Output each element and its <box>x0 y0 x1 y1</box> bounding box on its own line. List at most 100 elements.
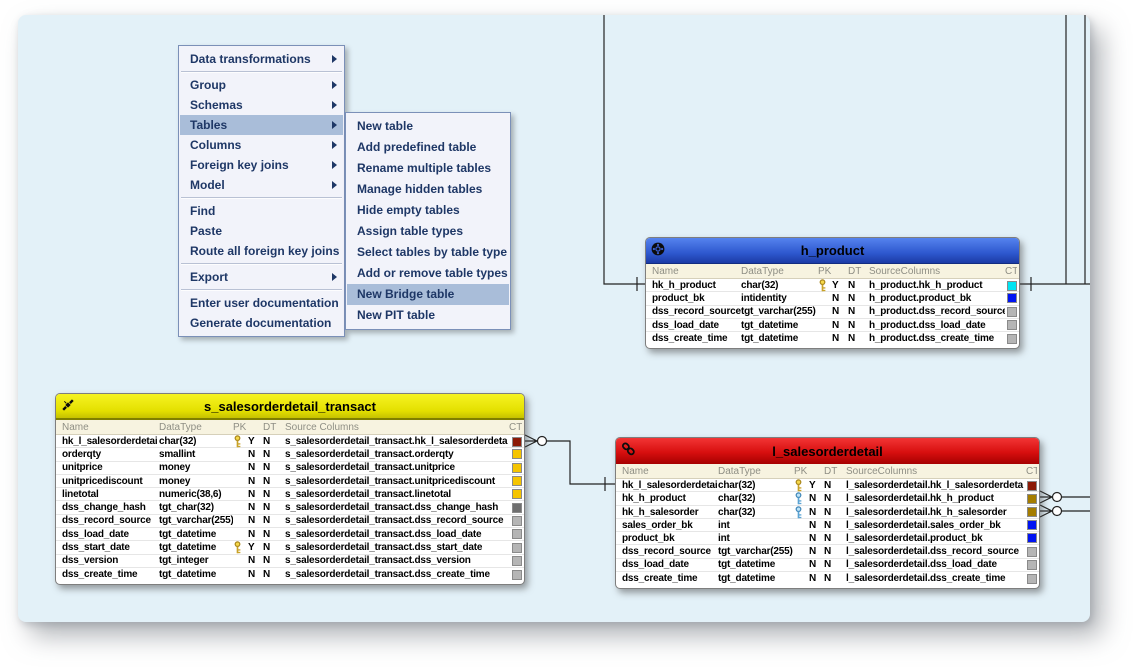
column-dt-flag: N <box>848 319 856 331</box>
submenu-item-hide-empty-tables[interactable]: Hide empty tables <box>347 200 509 221</box>
submenu-item-new-table[interactable]: New table <box>347 116 509 137</box>
menu-item-route-all-foreign-key-joins[interactable]: Route all foreign key joins <box>180 241 343 261</box>
cardinality-zero-circle <box>1051 491 1063 503</box>
menu-item-label: Schemas <box>190 98 243 112</box>
submenu-item-new-bridge-table[interactable]: New Bridge table <box>347 284 509 305</box>
menu-item-label: Add predefined table <box>357 140 477 154</box>
foreign-key-icon <box>794 505 809 519</box>
submenu-item-rename-multiple-tables[interactable]: Rename multiple tables <box>347 158 509 179</box>
column-dt-flag: N <box>263 502 271 514</box>
column-name: hk_l_salesorderdetai <box>62 436 158 447</box>
column-pk-flag: N <box>832 292 840 304</box>
submenu-arrow-icon <box>332 121 337 129</box>
column-datatype: tgt_datetime <box>159 569 217 581</box>
column-dt-flag: N <box>848 280 856 291</box>
submenu-item-add-predefined-table[interactable]: Add predefined table <box>347 137 509 158</box>
column-source: l_salesorderdetail.dss_create_time <box>846 573 1006 585</box>
column-dt-flag: N <box>263 555 271 567</box>
menu-item-find[interactable]: Find <box>180 201 343 221</box>
column-name: dss_create_time <box>62 569 138 581</box>
menu-item-columns[interactable]: Columns <box>180 135 343 155</box>
column-dt-flag: N <box>824 559 832 571</box>
column-datatype: char(32) <box>159 436 197 447</box>
menu-item-label: Manage hidden tables <box>357 182 483 196</box>
primary-key-icon <box>233 541 248 554</box>
submenu-item-add-or-remove-table-types[interactable]: Add or remove table types <box>347 263 509 284</box>
hub-icon <box>651 242 665 256</box>
column-datatype: tgt_char(32) <box>159 502 214 514</box>
column-header-ct: CT <box>1026 465 1037 477</box>
crow-foot-many-icon <box>1039 504 1054 518</box>
column-name: hk_l_salesorderdetai <box>622 480 718 491</box>
column-dt-flag: N <box>263 542 271 554</box>
submenu-item-assign-table-types[interactable]: Assign table types <box>347 221 509 242</box>
menu-item-enter-user-documentation[interactable]: Enter user documentation <box>180 293 343 313</box>
column-name: dss_create_time <box>652 333 728 345</box>
column-header-pk: PK <box>818 265 832 277</box>
column-datatype: tgt_varchar(255) <box>718 546 793 558</box>
column-datatype: intidentity <box>741 292 787 304</box>
column-datatype: smallint <box>159 448 196 460</box>
column-pk-flag: N <box>809 506 817 518</box>
column-pk-flag: N <box>248 528 256 540</box>
column-header-datatype: DataType <box>159 421 202 433</box>
column-source: l_salesorderdetail.dss_record_source <box>846 546 1019 558</box>
column-header-dt: DT <box>824 465 838 477</box>
submenu-arrow-icon <box>332 161 337 169</box>
column-name: hk_h_product <box>652 280 716 291</box>
column-datatype: tgt_datetime <box>159 528 217 540</box>
column-pk-flag: N <box>248 475 256 487</box>
column-source: s_salesorderdetail_transact.unitpricedis… <box>285 475 495 487</box>
entity-header[interactable]: l_salesorderdetail <box>616 438 1039 464</box>
column-source: l_salesorderdetail.sales_order_bk <box>846 519 1001 531</box>
column-source: h_product.dss_create_time <box>869 333 995 345</box>
column-type-swatch <box>512 515 522 526</box>
column-source: l_salesorderdetail.hk_h_product <box>846 493 994 505</box>
entity-header[interactable]: h_product <box>646 238 1019 264</box>
submenu-arrow-icon <box>332 55 337 63</box>
menu-item-label: New table <box>357 119 414 133</box>
menu-item-label: Add or remove table types <box>357 266 508 280</box>
column-source: s_salesorderdetail_transact.dss_change_h… <box>285 502 499 514</box>
primary-key-icon <box>818 279 832 292</box>
column-pk-flag: N <box>832 333 840 345</box>
column-source: s_salesorderdetail_transact.linetotal <box>285 488 452 500</box>
column-datatype: tgt_varchar(255) <box>741 306 816 318</box>
menu-item-export[interactable]: Export <box>180 267 343 287</box>
entity-header[interactable]: s_salesorderdetail_transact <box>56 394 524 420</box>
menu-item-generate-documentation[interactable]: Generate documentation <box>180 313 343 333</box>
menu-item-paste[interactable]: Paste <box>180 221 343 241</box>
submenu-item-select-tables-by-table-type[interactable]: Select tables by table type <box>347 242 509 263</box>
column-datatype: money <box>159 462 191 474</box>
column-header-ct: CT <box>509 421 522 433</box>
column-source: h_product.product_bk <box>869 292 972 304</box>
column-name: dss_record_source <box>622 546 711 558</box>
column-header-datatype: DataType <box>741 265 784 277</box>
submenu-item-new-pit-table[interactable]: New PIT table <box>347 305 509 326</box>
menu-item-model[interactable]: Model <box>180 175 343 195</box>
menu-item-group[interactable]: Group <box>180 75 343 95</box>
menu-item-data-transformations[interactable]: Data transformations <box>180 49 343 69</box>
menu-item-foreign-key-joins[interactable]: Foreign key joins <box>180 155 343 175</box>
column-source: s_salesorderdetail_transact.dss_version <box>285 555 471 567</box>
column-source: h_product.dss_load_date <box>869 319 986 331</box>
primary-key-icon <box>233 435 248 448</box>
menu-item-tables[interactable]: Tables <box>180 115 343 135</box>
submenu-item-manage-hidden-tables[interactable]: Manage hidden tables <box>347 179 509 200</box>
menu-item-label: Foreign key joins <box>190 158 289 172</box>
menu-item-schemas[interactable]: Schemas <box>180 95 343 115</box>
connector-h-product-to-right-edge <box>1020 277 1090 291</box>
